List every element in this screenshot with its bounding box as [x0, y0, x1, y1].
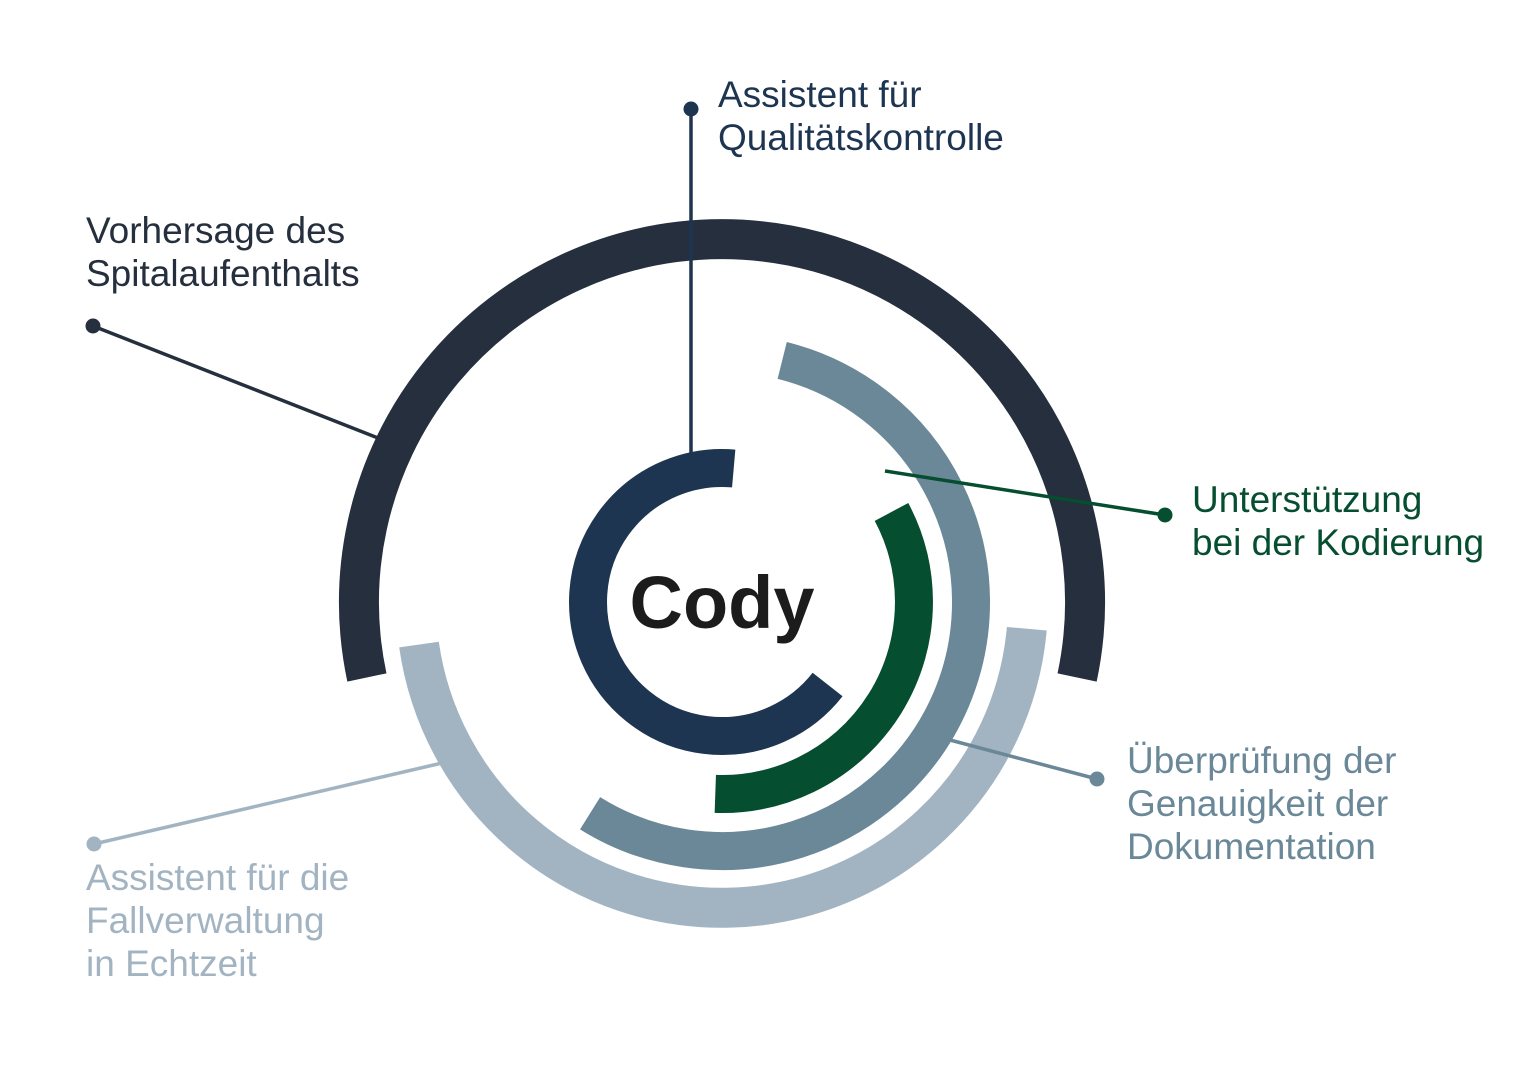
leader-line-dokumentation: [949, 738, 1098, 781]
label-spital-line-2: Spitalaufenthalts: [86, 253, 360, 294]
leader-dot-fallverwaltung: [86, 836, 102, 852]
label-dokumentation-line-2: Genauigkeit der: [1127, 783, 1389, 824]
leader-line-fallverwaltung: [93, 761, 443, 846]
arc-fallverwaltung: [399, 626, 1047, 928]
label-qualitaet: Assistent für Qualitätskontrolle: [718, 73, 1004, 159]
arc-dokumentation: [580, 341, 990, 870]
label-spital-line-1: Vorhersage des: [86, 210, 346, 251]
label-spital: Vorhersage des Spitalaufenthalts: [86, 209, 360, 295]
leader-dot-kodierung: [1157, 507, 1173, 523]
arc-qualitaet: [569, 449, 843, 755]
label-kodierung: Unterstützung bei der Kodierung: [1192, 478, 1484, 564]
label-fallverwaltung-line-1: Assistent für die: [86, 857, 350, 898]
leader-line-kodierung: [884, 469, 1166, 517]
label-kodierung-line-2: bei der Kodierung: [1192, 522, 1485, 563]
label-kodierung-line-1: Unterstützung: [1192, 479, 1423, 520]
leader-dot-dokumentation: [1089, 771, 1105, 787]
leader-line-spital: [92, 324, 379, 440]
arc-spital: [339, 219, 1105, 682]
leader-dot-qualitaet: [683, 101, 699, 117]
center-label: Cody: [629, 561, 815, 644]
leader-dot-spital: [85, 318, 101, 334]
label-fallverwaltung-line-2: Fallverwaltung: [86, 900, 325, 941]
label-fallverwaltung: Assistent für die Fallverwaltung in Echt…: [86, 856, 349, 985]
label-qualitaet-line-2: Qualitätskontrolle: [718, 117, 1004, 158]
label-dokumentation-line-3: Dokumentation: [1127, 826, 1376, 867]
label-fallverwaltung-line-3: in Echtzeit: [86, 943, 257, 984]
label-dokumentation: Überprüfung der Genauigkeit der Dokument…: [1127, 739, 1396, 868]
arc-kodierung: [714, 502, 933, 813]
label-dokumentation-line-1: Überprüfung der: [1127, 740, 1397, 781]
label-qualitaet-line-1: Assistent für: [718, 74, 922, 115]
